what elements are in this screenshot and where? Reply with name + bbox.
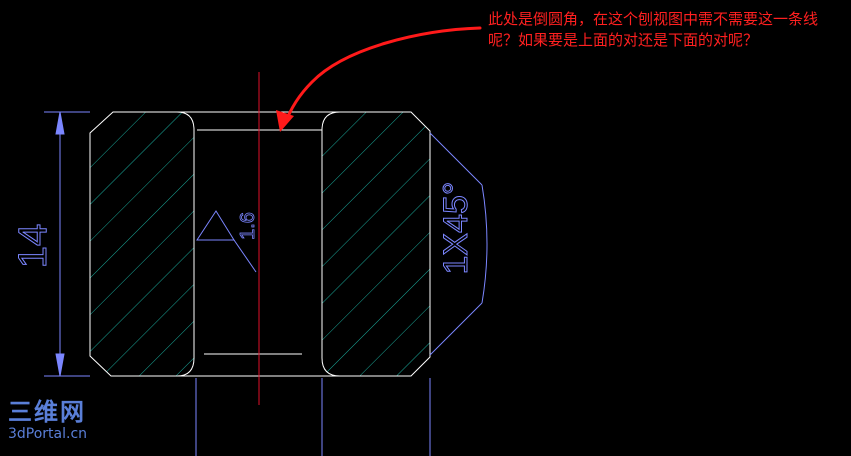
watermark-logo: 三维网 3dPortal.cn [8, 398, 87, 442]
part-outline [89, 111, 431, 377]
chamfer-text: 1X45° [437, 181, 475, 274]
roughness-symbol [196, 210, 257, 273]
extension-lines [195, 378, 431, 456]
chamfer-dimension [429, 132, 488, 356]
roughness-value: 1.6 [237, 212, 259, 240]
watermark-en: 3dPortal.cn [8, 426, 88, 442]
annotation-arrow [276, 26, 482, 132]
right-section-hatch [322, 112, 430, 376]
left-section-hatch [90, 112, 194, 376]
height-dimension-text: 14 [11, 224, 55, 269]
height-dimension [44, 111, 90, 377]
annotation-note: 此处是倒圆角，在这个刨视图中需不需要这一条线呢？如果要是上面的对还是下面的对呢？ [488, 10, 819, 49]
watermark-cn: 三维网 [8, 398, 86, 426]
